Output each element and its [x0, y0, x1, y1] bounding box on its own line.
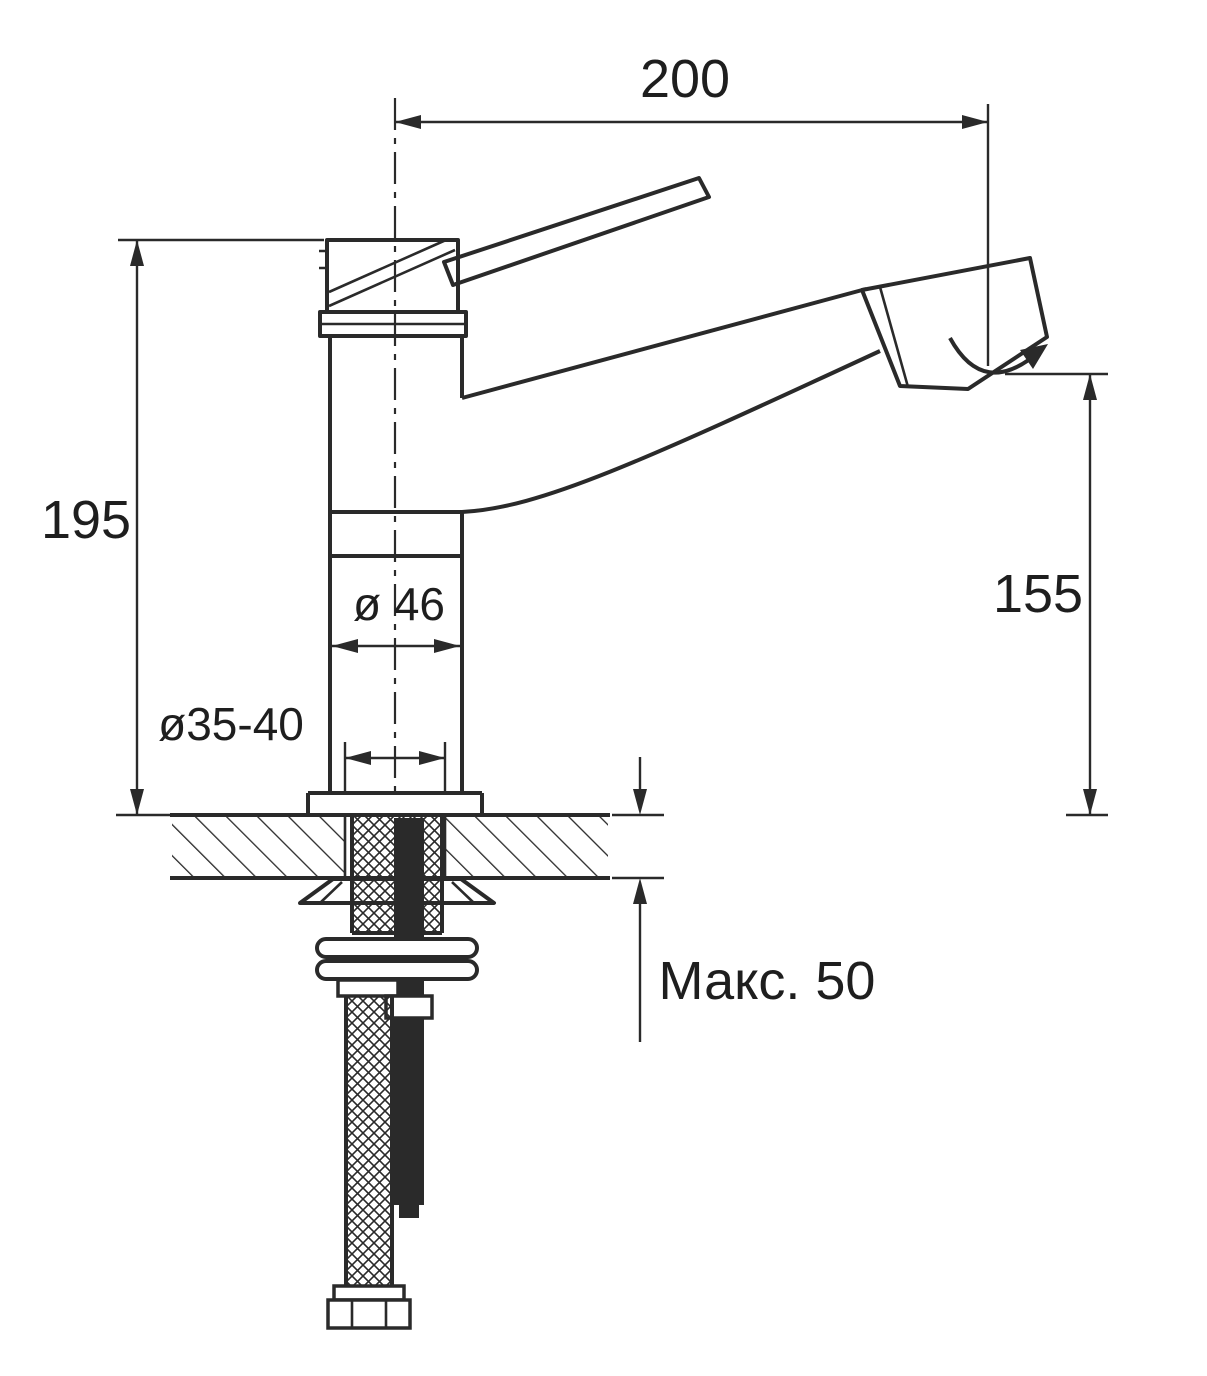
dim-label-d46: ø 46	[353, 578, 445, 630]
washer-lower	[315, 959, 479, 981]
dim-label-d35-40: ø35-40	[158, 698, 304, 750]
aerator-flow-arrow	[1020, 344, 1048, 369]
lever-base-joint	[328, 238, 456, 308]
faucet-body	[328, 336, 464, 793]
hose-end-collar	[332, 1284, 406, 1302]
spout-top-edge	[461, 287, 867, 400]
dimension-max-thickness: Макс. 50	[612, 757, 875, 1042]
mounting-hardware	[298, 815, 496, 1330]
countertop-hatch-right	[445, 817, 608, 876]
braided-hose	[344, 996, 394, 1286]
hose-end-nut-facets	[350, 1300, 388, 1328]
spout-bottom-edge	[461, 349, 881, 514]
collar-ring	[318, 310, 468, 338]
countertop-section	[170, 813, 610, 880]
dim-label-200: 200	[640, 49, 730, 109]
spout-head	[860, 256, 1049, 391]
faucet-outline	[306, 176, 1049, 815]
spout-head-joint	[878, 286, 910, 388]
dim-label-max-50: Макс. 50	[659, 951, 876, 1011]
base-flange	[306, 791, 484, 815]
cap-notch	[319, 249, 329, 270]
dimension-spout-reach: 200	[395, 49, 990, 366]
mounting-hole-edges	[343, 815, 447, 878]
lever-handle	[442, 176, 711, 287]
clamp-bracket	[298, 877, 496, 905]
hose-end-nut	[326, 1298, 412, 1330]
washer-upper	[315, 937, 479, 959]
dimension-mount-hole: ø35-40	[158, 698, 447, 792]
dimension-spout-height: 155	[993, 372, 1108, 817]
dimension-body-diameter: ø 46	[332, 578, 460, 653]
dimension-total-height: 195	[41, 238, 324, 817]
braided-hose-pattern	[346, 996, 392, 1286]
countertop-hatch-left	[172, 817, 345, 876]
lever-cap	[325, 238, 460, 314]
dim-label-155: 155	[993, 564, 1083, 624]
hose-ferrule	[336, 978, 400, 998]
supply-pipe-tip	[399, 1205, 419, 1218]
clamp-bracket-tabs	[319, 881, 475, 904]
dim-label-195: 195	[41, 490, 131, 550]
